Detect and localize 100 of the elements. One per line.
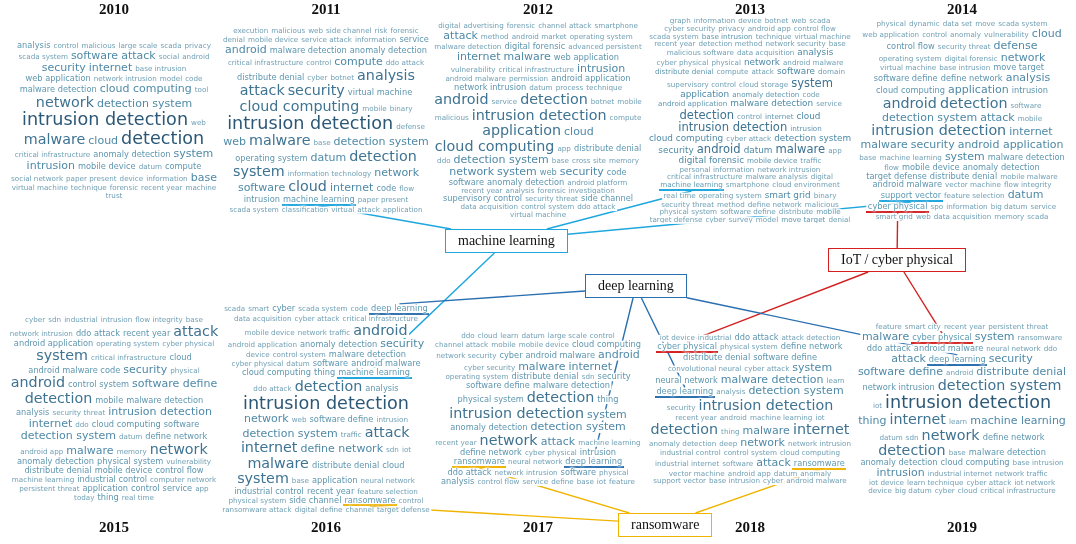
cloud-word: detection system bbox=[936, 377, 1063, 394]
cloud-word: security bbox=[122, 363, 169, 376]
cloud-word: intrusion detection bbox=[697, 398, 835, 414]
cloud-word: intrusion detection bbox=[242, 393, 410, 413]
cloud-word: system bbox=[231, 164, 286, 180]
cloud-word: industrial control bbox=[233, 486, 305, 496]
cloud-word: malware detection bbox=[986, 152, 1066, 162]
cloud-word: anomaly detection bbox=[92, 150, 172, 160]
cloud-word: detection system bbox=[452, 154, 549, 166]
cloud-word: intrusion detection bbox=[678, 121, 788, 134]
cloud-word: security bbox=[657, 146, 694, 157]
underlined-term: deep learning bbox=[563, 457, 624, 469]
cloud-word: android bbox=[224, 44, 268, 56]
cloud-word: security bbox=[380, 337, 426, 350]
cloud-word: compute bbox=[164, 162, 203, 172]
cloud-word: distribute denial bbox=[310, 460, 381, 470]
cloud-word: control flow bbox=[155, 466, 204, 476]
cloud-word: physical system bbox=[97, 457, 164, 467]
cloud-word: system bbox=[791, 361, 834, 374]
cloud-word: detection bbox=[938, 96, 1009, 112]
cloud-word: detection bbox=[348, 148, 418, 165]
cloud-word: detection bbox=[519, 92, 588, 108]
cloud-word: malware bbox=[860, 331, 911, 343]
cloud-word: security bbox=[41, 62, 86, 75]
cloud-word: software define bbox=[466, 381, 531, 391]
cloud-word: detection bbox=[877, 442, 947, 458]
cloud-word: system bbox=[237, 471, 289, 487]
cloud-word: industrial control bbox=[76, 475, 148, 485]
cloud-word: attack bbox=[755, 456, 792, 469]
cloud-word: anomaly detection bbox=[348, 46, 428, 55]
cloud-word: cloud computing bbox=[875, 86, 947, 96]
cloud-word: application bbox=[481, 123, 563, 139]
underlined-term: cyber physical bbox=[910, 333, 974, 344]
cloud-word: target defense bbox=[865, 171, 927, 181]
underlined-term: cyber physical bbox=[866, 202, 929, 214]
cloud-word: system bbox=[35, 348, 88, 364]
cloud-word: android application bbox=[551, 74, 632, 84]
cloud-word: software bbox=[447, 177, 486, 187]
leader-line bbox=[398, 290, 586, 305]
cloud-word: network bbox=[479, 432, 539, 448]
cloud-word: android malware bbox=[872, 180, 943, 190]
cloud-word: detection system bbox=[241, 427, 339, 440]
cloud-word: detection system bbox=[880, 111, 979, 124]
cloud-word: android malware bbox=[912, 343, 985, 353]
cloud-word: intrusion detection bbox=[226, 114, 395, 134]
cloud-word: control bbox=[129, 484, 160, 494]
cloud-word: cloud bbox=[381, 460, 406, 470]
cloud-word: software define bbox=[856, 365, 945, 378]
cloud-word: digital forensic bbox=[503, 41, 567, 51]
cloud-word: android bbox=[596, 348, 640, 361]
cloud-word: malware detection bbox=[531, 381, 610, 391]
cloud-word: network bbox=[742, 57, 780, 67]
cloud-word: malware bbox=[518, 360, 566, 373]
cloud-word: detection bbox=[293, 378, 364, 394]
cloud-word: android malware bbox=[350, 358, 422, 368]
cloud-word: intrusion bbox=[1010, 86, 1049, 96]
cloud-word: software define bbox=[752, 352, 819, 362]
cloud-word: cyber bbox=[498, 350, 524, 360]
cloud-word: mobile device bbox=[900, 162, 960, 172]
cloud-word: cloud computing bbox=[433, 138, 555, 154]
cloud-word: control system bbox=[67, 380, 131, 390]
cloud-word: malware detection bbox=[719, 373, 824, 386]
cloud-word: network bbox=[373, 167, 420, 179]
cloud-word: malware detection bbox=[125, 395, 205, 405]
cloud-word: analysis bbox=[1004, 72, 1052, 85]
cloud-word: detection system bbox=[95, 97, 194, 110]
cloud-word: attack bbox=[890, 352, 927, 365]
cloud-word: network bbox=[148, 441, 209, 457]
underlined-term: deep learning bbox=[369, 303, 430, 315]
cloud-word: detection bbox=[525, 390, 596, 406]
callout-box: ransomware bbox=[618, 513, 713, 537]
cloud-word: attack bbox=[238, 83, 286, 99]
cloud-word: network bbox=[739, 436, 786, 449]
cloud-word: distribute denial bbox=[681, 352, 752, 362]
cloud-word: cloud computing bbox=[98, 83, 193, 95]
cloud-word: system bbox=[790, 77, 834, 90]
cloud-word: malware bbox=[774, 143, 826, 156]
underlined-term: machine learning bbox=[281, 194, 357, 206]
cloud-word: machine learning bbox=[969, 415, 1067, 427]
cloud-word: android malware bbox=[524, 350, 596, 360]
cloud-word: android bbox=[433, 92, 490, 108]
cloud-word: attack bbox=[539, 435, 577, 448]
cloud-word: security bbox=[909, 138, 956, 151]
cloud-word: thing bbox=[313, 367, 337, 377]
cloud-word: datum bbox=[742, 146, 774, 156]
cloud-word: smart grid bbox=[763, 190, 812, 201]
cloud-word: anomaly detection bbox=[299, 339, 379, 349]
cloud-word: ddo attack bbox=[74, 328, 121, 338]
cloud-word: system bbox=[944, 150, 986, 163]
cloud-word: security bbox=[558, 165, 605, 178]
cloud-word: define network bbox=[144, 432, 209, 441]
cloud-word: android bbox=[696, 143, 741, 156]
cloud-word: internet bbox=[88, 62, 134, 75]
cloud-word: android bbox=[352, 322, 409, 338]
cloud-word: intrusion detection bbox=[870, 123, 1008, 139]
year-heading: 2015 bbox=[99, 518, 129, 536]
underlined-term: deep learning bbox=[927, 354, 988, 366]
cloud-word: malware detection bbox=[967, 447, 1047, 457]
cloud-word: anomaly detection bbox=[449, 423, 529, 432]
cloud-word: digital forensic bbox=[678, 156, 746, 166]
